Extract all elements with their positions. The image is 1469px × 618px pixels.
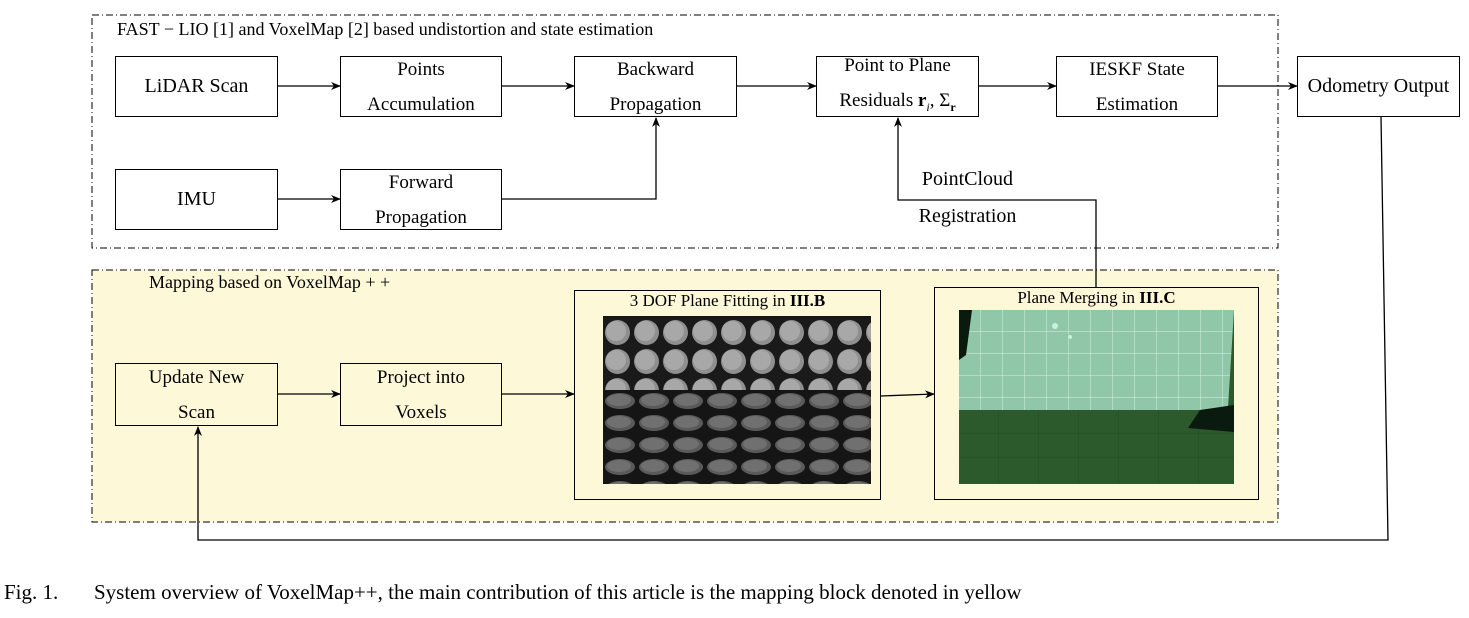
pointcloud-registration-label: PointCloud Registration — [918, 168, 1017, 227]
imu-node: IMU — [115, 169, 278, 230]
caption-text: System overview of VoxelMap++, the main … — [94, 580, 1022, 604]
arrow-odometry-to-update-scan — [194, 116, 1389, 541]
plane-merging-panel: Plane Merging in III.C — [934, 287, 1259, 500]
estimation-region-frame — [91, 14, 1279, 249]
arrow-merging-to-residuals — [894, 117, 1097, 287]
plane-merging-image — [959, 310, 1234, 484]
backward-propagation-node: Backward Propagation — [574, 56, 737, 117]
plane-merging-title: Plane Merging in III.C — [1017, 288, 1176, 307]
estimation-region-title: FAST − LIO [1] and VoxelMap [2] based un… — [117, 19, 654, 39]
figure-number: Fig. 1. — [4, 580, 59, 604]
lidar-scan-node: LiDAR Scan — [115, 56, 278, 117]
ieskf-node: IESKF State Estimation — [1056, 56, 1218, 117]
arrow-forward-to-backward — [502, 117, 660, 200]
figure-caption: Fig. 1. System overview of VoxelMap++, th… — [4, 580, 1022, 605]
project-into-voxels-node: Project into Voxels — [340, 363, 502, 426]
odometry-output-node: Odometry Output — [1297, 56, 1460, 117]
points-accumulation-node: Points Accumulation — [340, 56, 502, 117]
residuals-node: Point to Plane Residuals ri, Σr — [816, 55, 979, 117]
plane-fitting-panel: 3 DOF Plane Fitting in III.B — [574, 290, 881, 500]
update-new-scan-node: Update New Scan — [115, 363, 278, 426]
forward-propagation-node: Forward Propagation — [340, 169, 502, 230]
plane-fitting-title: 3 DOF Plane Fitting in III.B — [629, 291, 826, 310]
arrow-fitting-to-merging — [880, 390, 935, 399]
plane-fitting-image — [603, 316, 871, 484]
mapping-region-title: Mapping based on VoxelMap + + — [149, 272, 391, 292]
